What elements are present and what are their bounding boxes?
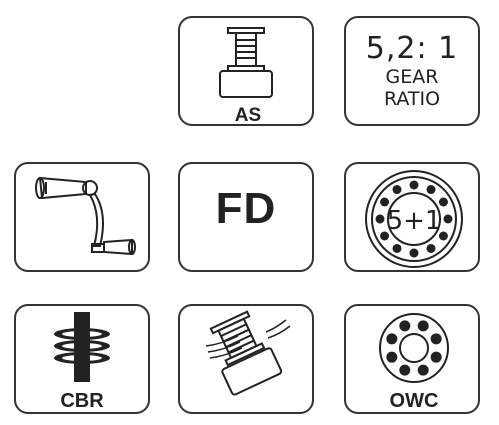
bearing-ball xyxy=(426,185,436,195)
gear-ratio-value: 5,2: 1 xyxy=(365,31,459,66)
gear-ratio-icon: 5,2: 1 GEAR RATIO xyxy=(346,31,478,111)
spool-tile xyxy=(178,304,314,414)
bearing-ball xyxy=(399,320,411,332)
anti-slip-tile: AS xyxy=(178,16,314,126)
front-drag-tile: FD xyxy=(178,162,314,272)
gear-ratio-line2: RATIO xyxy=(383,88,441,110)
line-spool-icon xyxy=(205,310,291,396)
bearing-ball xyxy=(438,231,448,241)
bearing-ball xyxy=(380,197,390,207)
bearing-ball xyxy=(426,243,436,253)
folding-handle-icon xyxy=(35,176,136,256)
bearing-ball xyxy=(409,180,419,190)
cbr-tile: CBR xyxy=(14,304,150,414)
gear-ratio-line1: GEAR xyxy=(385,66,439,88)
cbr-icon: CBR xyxy=(54,312,110,412)
cbr-label: CBR xyxy=(60,390,104,412)
owc-tile: OWC xyxy=(344,304,480,414)
bearing-ball xyxy=(417,364,429,376)
bearing-ball xyxy=(417,320,429,332)
ball-bearings-icon: 5+1 xyxy=(365,170,463,268)
bearing-ball xyxy=(375,214,385,224)
bearings-label: 5+1 xyxy=(387,206,442,236)
bearing-ball xyxy=(430,333,442,345)
bearing-ball xyxy=(392,243,402,253)
one-way-clutch-icon: OWC xyxy=(379,313,449,412)
bearing-ball xyxy=(392,185,402,195)
bearing-ball xyxy=(386,351,398,363)
bearing-ball xyxy=(438,197,448,207)
anti-slip-spool-icon: AS xyxy=(219,27,273,126)
front-drag-icon: FD xyxy=(215,184,277,233)
bearing-ball xyxy=(380,231,390,241)
handle-tile xyxy=(14,162,150,272)
bearings-tile: 5+1 xyxy=(344,162,480,272)
anti-slip-label: AS xyxy=(235,105,261,126)
bearing-ball xyxy=(409,248,419,258)
bearing-ball xyxy=(443,214,453,224)
gear-ratio-tile: 5,2: 1 GEAR RATIO xyxy=(344,16,480,126)
bearing-ball xyxy=(430,351,442,363)
owc-label: OWC xyxy=(390,390,439,412)
bearing-ball xyxy=(399,364,411,376)
bearing-ball xyxy=(386,333,398,345)
